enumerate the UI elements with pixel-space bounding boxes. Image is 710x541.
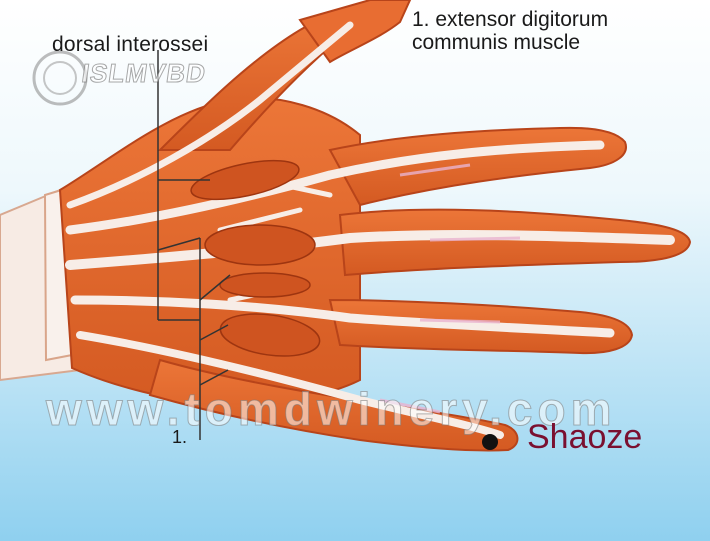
acupoint-label: Shaoze (527, 420, 642, 454)
pointer-number-label: 1. (172, 428, 187, 446)
logo-watermark-text: ISLMVBD (80, 58, 208, 89)
extensor-label-line2: communis muscle (412, 32, 580, 53)
dorsal-interossei-label: dorsal interossei (52, 34, 208, 55)
acupoint-dot (482, 434, 498, 450)
extensor-label-line1: 1. extensor digitorum (412, 9, 608, 30)
